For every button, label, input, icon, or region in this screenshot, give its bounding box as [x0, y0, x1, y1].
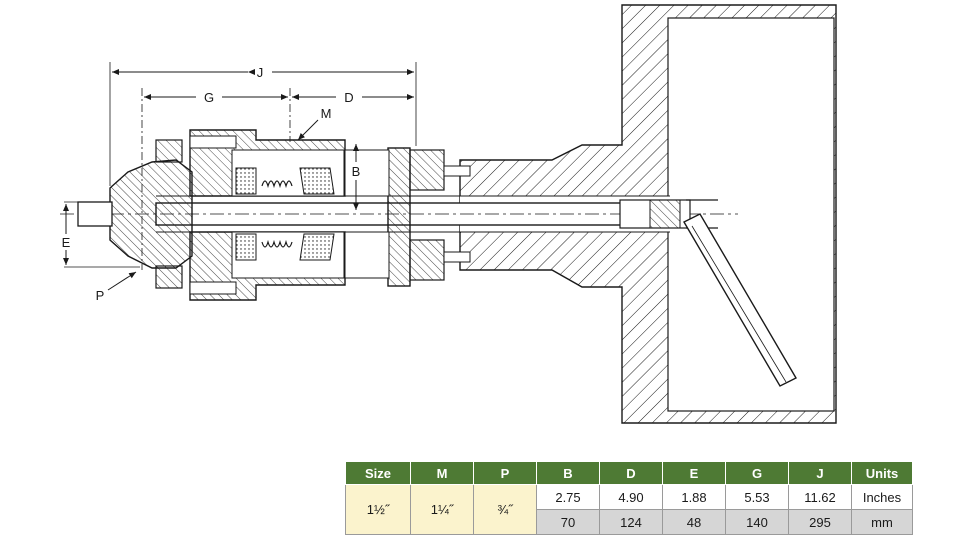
dimension-j: J	[112, 65, 414, 80]
header-p: P	[473, 461, 537, 485]
cell-units-mm: mm	[851, 509, 913, 535]
dimension-d: D	[292, 90, 414, 105]
cell-m: 1¼˝	[410, 484, 474, 535]
cell-j-mm: 295	[788, 509, 852, 535]
header-b: B	[536, 461, 600, 485]
dim-label-m: M	[321, 106, 332, 121]
table-row-mm: 70 124 48 140 295 mm	[346, 509, 913, 535]
lever-arm	[683, 213, 797, 387]
cell-g-inches: 5.53	[725, 484, 789, 510]
header-units: Units	[851, 461, 913, 485]
dim-label-e: E	[62, 235, 71, 250]
cell-d-inches: 4.90	[599, 484, 663, 510]
extension-lines	[64, 62, 417, 270]
dimension-b: B	[352, 144, 361, 210]
dimensions-table: Size M P B D E G J Units 1½˝ 1¼˝ ¾˝ 2.75…	[345, 461, 913, 535]
header-g: G	[725, 461, 789, 485]
cell-b-mm: 70	[536, 509, 600, 535]
dim-label-d: D	[344, 90, 353, 105]
spring-coil	[619, 199, 718, 229]
cell-d-mm: 124	[599, 509, 663, 535]
valve-cross-section-diagram: J G D M B E P	[60, 4, 837, 424]
dim-label-g: G	[204, 90, 214, 105]
header-size: Size	[345, 461, 411, 485]
header-j: J	[788, 461, 852, 485]
header-e: E	[662, 461, 726, 485]
cell-b-inches: 2.75	[536, 484, 600, 510]
dimension-g: G	[144, 90, 288, 105]
dimension-e: E	[62, 204, 71, 265]
end-cap-hub	[77, 135, 237, 295]
dim-label-j: J	[257, 65, 264, 80]
header-m: M	[410, 461, 474, 485]
table-header-row: Size M P B D E G J Units	[345, 461, 913, 485]
cell-units-inches: Inches	[851, 484, 913, 510]
dim-label-p: P	[96, 288, 105, 303]
cell-e-mm: 48	[662, 509, 726, 535]
header-d: D	[599, 461, 663, 485]
leader-p: P	[96, 271, 137, 303]
table-row-inches: 1½˝ 1¼˝ ¾˝ 2.75 4.90 1.88 5.53 11.62 Inc…	[345, 484, 913, 535]
cell-p: ¾˝	[473, 484, 537, 535]
leader-m: M	[297, 106, 332, 141]
cell-e-inches: 1.88	[662, 484, 726, 510]
cell-j-inches: 11.62	[788, 484, 852, 510]
cell-g-mm: 140	[725, 509, 789, 535]
dim-label-b: B	[352, 164, 361, 179]
cell-size: 1½˝	[345, 484, 411, 535]
